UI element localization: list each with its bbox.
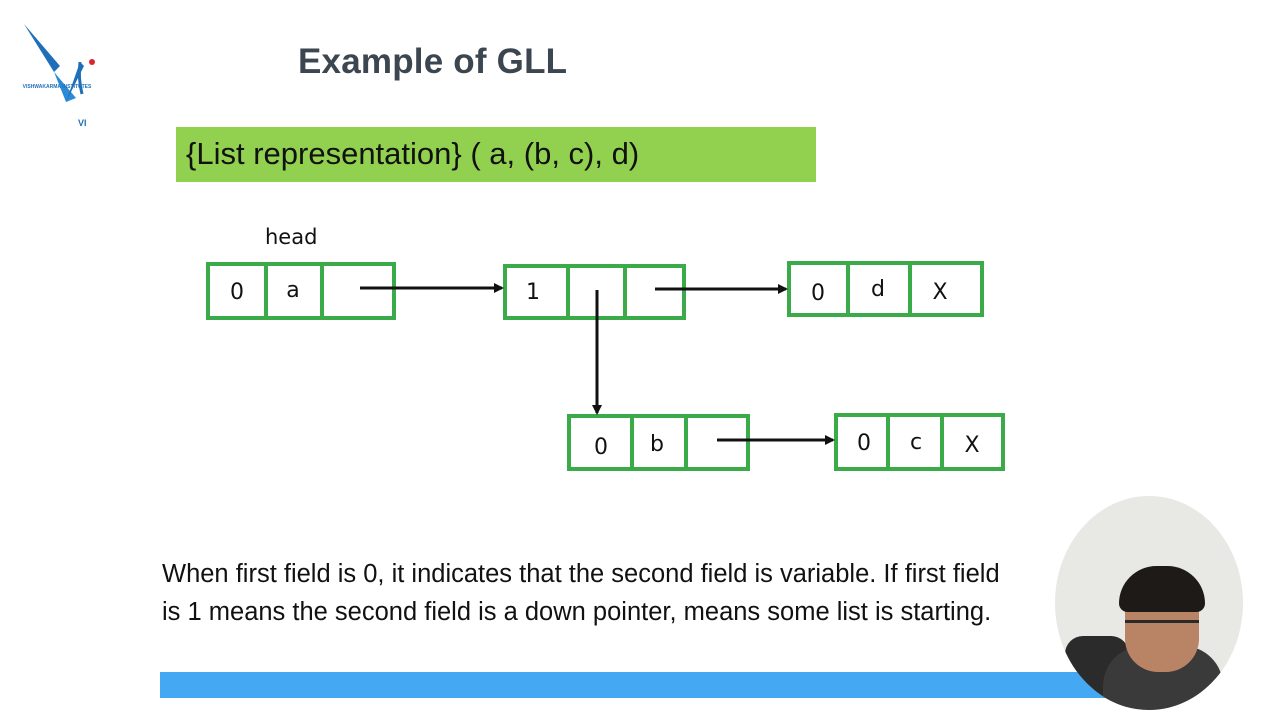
slide-description: When first field is 0, it indicates that… [162,555,1057,631]
head-label: head [265,225,317,249]
banner-text: {List representation} ( a, (b, c), d) [186,136,640,171]
node-sublist-tag-field: 1 [526,280,540,305]
presenter-webcam-overlay [1055,496,1243,710]
webcam-presenter-glasses [1125,620,1199,638]
node-c-next-field: X [964,433,979,458]
node-b-tag-field: 0 [594,435,608,460]
institute-logo: VISHWAKARMA INSTITUTES VI [20,22,100,128]
slide-title: Example of GLL [298,42,568,81]
node-b-value-field: b [650,432,664,457]
description-line-1: When first field is 0, it indicates that… [162,560,1000,588]
node-sublist: 1 [503,264,686,320]
node-c-value-field: c [910,430,922,455]
node-c-tag-field: 0 [857,431,871,456]
node-d-next-field: X [932,280,947,305]
logo-mark-icon [24,24,95,102]
logo-mark-text: VI [78,118,87,128]
logo-brand-text: VISHWAKARMA INSTITUTES [22,84,92,90]
node-a: 0 a [206,262,396,320]
node-c: 0 c X [834,413,1005,471]
node-b: 0 b [567,414,750,471]
description-line-2: is 1 means the second field is a down po… [162,598,992,626]
webcam-presenter-hair [1119,566,1205,612]
node-a-tag-field: 0 [230,280,244,305]
node-d-tag-field: 0 [811,281,825,306]
node-a-value-field: a [286,278,299,303]
list-representation-banner: {List representation} ( a, (b, c), d) [176,127,816,182]
node-d: 0 d X [787,261,984,317]
node-d-value-field: d [871,277,885,302]
footer-accent-bar [160,672,1120,698]
